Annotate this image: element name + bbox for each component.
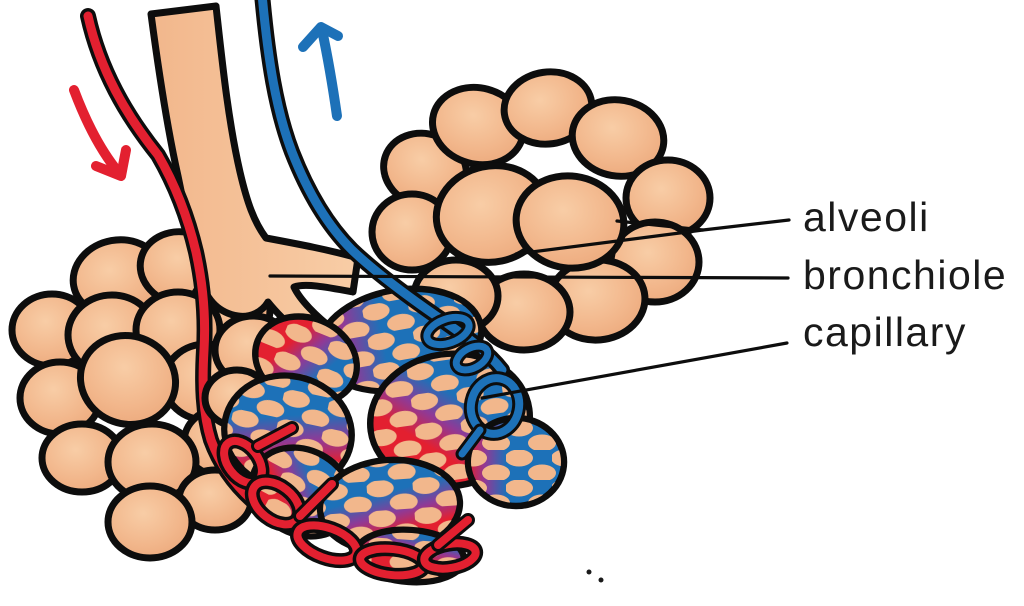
blue-vessel: [254, 0, 527, 461]
label-pointer-lines: [268, 218, 791, 400]
red-capillary-network: [216, 421, 484, 583]
right-alveoli-cluster: [368, 68, 714, 354]
bronchiole-pointer-line: [268, 274, 790, 280]
red-arrow: [69, 85, 131, 181]
alveolus-ball: [568, 96, 668, 180]
red-vessel: [80, 8, 260, 508]
capillary-pointer-line: [480, 341, 789, 400]
label-alveoli: alveoli: [803, 194, 930, 240]
alveolus-ball: [76, 332, 180, 428]
ink-speck: [586, 569, 592, 575]
label-capillary: capillary: [803, 309, 967, 355]
labels: alveoli bronchiole capillary: [803, 194, 1007, 355]
ink-speck: [598, 577, 604, 583]
alveoli-pointer-line: [615, 219, 705, 232]
label-bronchiole: bronchiole: [803, 252, 1007, 298]
alveolus-ball: [104, 482, 196, 562]
blue-arrow: [298, 22, 343, 121]
